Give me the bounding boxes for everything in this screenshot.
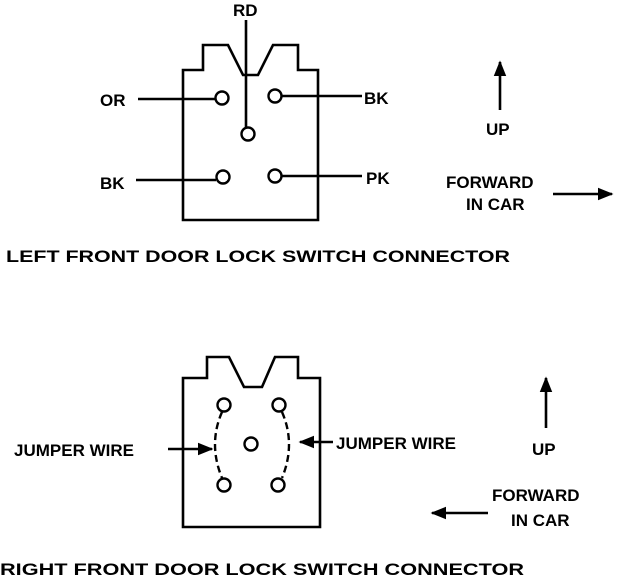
left-connector-title: LEFT FRONT DOOR LOCK SWITCH CONNECTOR bbox=[6, 247, 510, 266]
pin-bottom-right bbox=[270, 477, 286, 493]
jumper-label-left: JUMPER WIRE bbox=[14, 441, 134, 460]
jumper-wire-left-dashed bbox=[213, 411, 224, 479]
pin-top-right bbox=[271, 397, 287, 413]
left-connector-housing bbox=[181, 43, 320, 222]
left-up-label: UP bbox=[486, 120, 510, 139]
pin-bk-top bbox=[267, 88, 283, 104]
pin-rd bbox=[240, 126, 256, 142]
jumper-label-right: JUMPER WIRE bbox=[336, 434, 456, 453]
right-connector-housing bbox=[181, 355, 322, 529]
pin-top-left bbox=[216, 397, 232, 413]
left-forward-label-line2: IN CAR bbox=[466, 195, 525, 214]
right-connector-title: RIGHT FRONT DOOR LOCK SWITCH CONNECTOR bbox=[0, 560, 524, 579]
wire-label-bk-bottom: BK bbox=[100, 174, 125, 193]
wire-label-pk: PK bbox=[366, 169, 390, 188]
pin-center bbox=[243, 436, 259, 452]
left-forward-label-line1: FORWARD bbox=[446, 173, 534, 192]
pin-pk bbox=[267, 168, 283, 184]
wire-label-or: OR bbox=[100, 91, 126, 110]
right-forward-label-line2: IN CAR bbox=[511, 511, 570, 530]
pin-bottom-left bbox=[216, 477, 232, 493]
pin-bk-bottom bbox=[215, 169, 231, 185]
left-connector-group: RD OR BK BK PK UP FORWARD IN CAR LEFT FR… bbox=[6, 1, 614, 266]
right-forward-label-line1: FORWARD bbox=[492, 486, 580, 505]
right-connector-group: JUMPER WIRE JUMPER WIRE UP FORWARD IN CA… bbox=[0, 355, 580, 579]
wire-label-rd: RD bbox=[233, 1, 258, 20]
wire-label-bk-top: BK bbox=[364, 89, 389, 108]
pin-or bbox=[214, 90, 230, 106]
jumper-wire-right-dashed bbox=[280, 411, 291, 479]
right-up-label: UP bbox=[532, 440, 556, 459]
